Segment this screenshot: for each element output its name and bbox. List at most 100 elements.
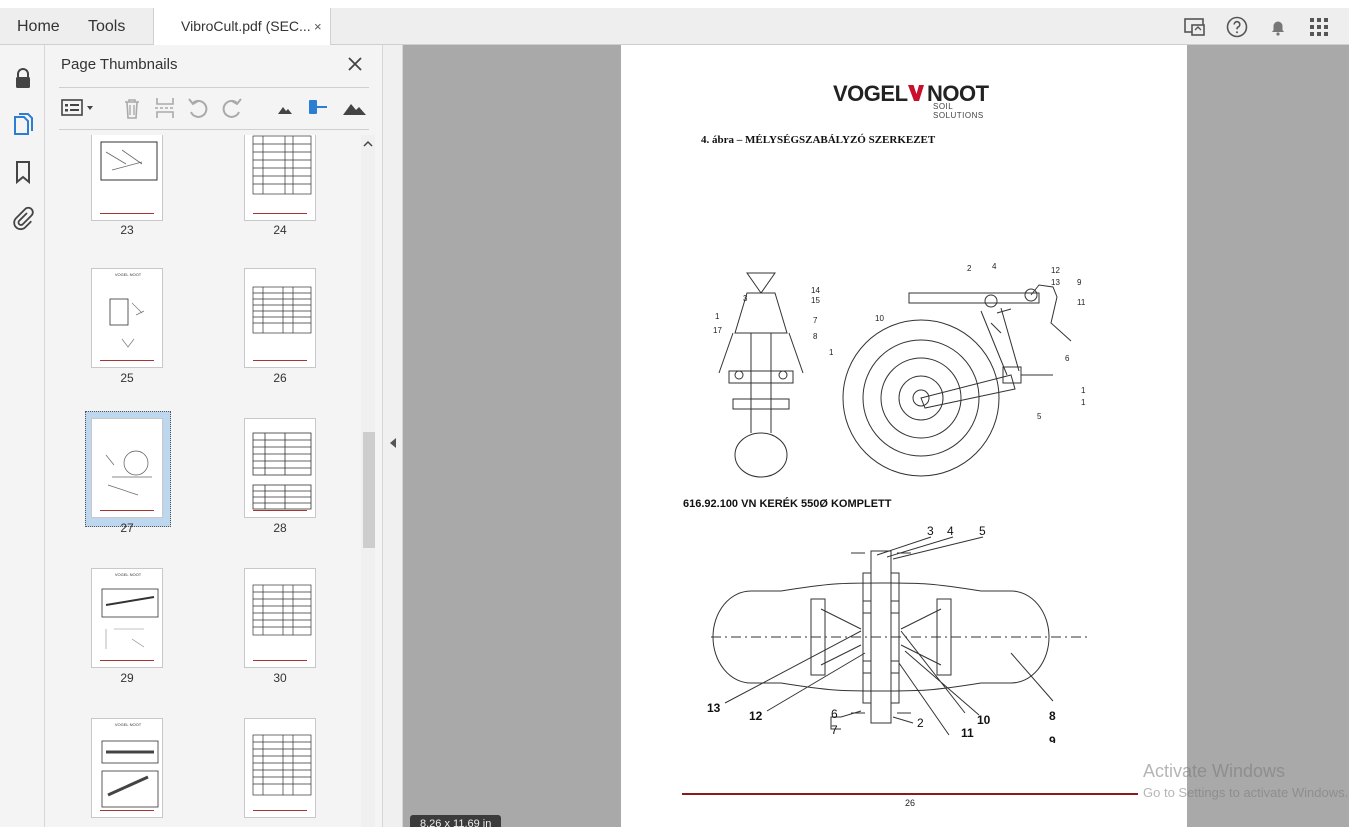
rotate-right-icon[interactable] — [219, 96, 245, 120]
zoom-slider-icon[interactable] — [305, 96, 331, 120]
thumbnail-options-icon[interactable] — [60, 96, 96, 120]
insert-page-icon[interactable] — [152, 96, 178, 120]
thumbnail-scrollbar-thumb[interactable] — [363, 432, 375, 548]
svg-text:1: 1 — [829, 348, 834, 357]
watermark-line-2: Go to Settings to activate Windows. — [1143, 785, 1349, 800]
thumbnail-preview — [252, 432, 312, 510]
svg-text:1: 1 — [947, 742, 954, 743]
bookmark-icon[interactable] — [10, 159, 36, 185]
logo-word-noot: NOOT — [927, 81, 989, 106]
scroll-up-arrow-icon[interactable] — [362, 138, 374, 150]
svg-text:VOGEL NOOT: VOGEL NOOT — [115, 722, 142, 727]
thumbnail-preview — [105, 450, 152, 496]
thumbnail-page-number: 26 — [273, 371, 287, 385]
window-title-strip — [0, 0, 1349, 8]
figure-title: 4. ábra – MÉLYSÉGSZABÁLYZÓ SZERKEZET — [701, 134, 936, 146]
help-icon[interactable] — [1225, 15, 1249, 39]
zoom-out-icon[interactable] — [272, 96, 298, 120]
document-viewer[interactable]: VOGEL NOOT SOIL SOLUTIONS 4. ábra – MÉLY… — [403, 45, 1349, 827]
delete-page-icon[interactable] — [119, 96, 145, 120]
thumbnail-footer-line — [100, 510, 154, 511]
svg-text:13: 13 — [707, 701, 721, 715]
thumbnail-page-number: 24 — [273, 223, 287, 237]
thumbnail-page-number: 27 — [120, 521, 134, 535]
svg-text:7: 7 — [831, 723, 838, 737]
svg-text:15: 15 — [811, 296, 820, 305]
thumbnail-preview — [252, 584, 312, 636]
thumbnail-page-30[interactable] — [244, 568, 316, 668]
svg-text:17: 17 — [713, 326, 722, 335]
svg-text:8: 8 — [1049, 709, 1056, 723]
svg-text:8: 8 — [813, 332, 818, 341]
thumbnail-footer-line — [253, 660, 307, 661]
thumbnail-footer-line — [253, 213, 307, 214]
thumbnail-footer-line — [100, 360, 154, 361]
rotate-left-icon[interactable] — [185, 96, 211, 120]
svg-text:11: 11 — [1077, 298, 1086, 307]
thumbnail-footer-line — [253, 360, 307, 361]
tab-home[interactable]: Home — [17, 18, 60, 35]
svg-text:2: 2 — [917, 716, 924, 730]
tab-bar: Home Tools VibroCult.pdf (SEC... × — [0, 8, 1349, 45]
logo-word-vogel: VOGEL — [833, 81, 908, 106]
panel-close-icon[interactable] — [345, 54, 365, 74]
zoom-in-icon[interactable] — [342, 96, 368, 120]
page-thumbnails-icon[interactable] — [10, 112, 36, 138]
thumbnail-page-number: 23 — [120, 223, 134, 237]
svg-text:12: 12 — [749, 709, 763, 723]
watermark-line-1: Activate Windows — [1143, 761, 1286, 781]
thumbnail-page-27[interactable] — [91, 418, 163, 518]
thumbnail-page-number: 29 — [120, 671, 134, 685]
page-number: 26 — [905, 798, 916, 808]
thumbnail-page-29[interactable]: VOGEL NOOT — [91, 568, 163, 668]
thumbnail-footer-line — [100, 810, 154, 811]
tab-document-label: VibroCult.pdf (SEC... — [181, 18, 311, 34]
share-screen-icon[interactable] — [1183, 15, 1207, 39]
subfigure-title: 616.92.100 VN KERÉK 550Ø KOMPLETT — [683, 498, 892, 510]
left-rail — [0, 45, 45, 827]
svg-text:11: 11 — [961, 726, 974, 740]
svg-text:10: 10 — [875, 314, 884, 323]
svg-text:7: 7 — [813, 316, 818, 325]
bell-icon[interactable] — [1266, 15, 1290, 39]
thumbnail-footer-line — [253, 510, 307, 511]
svg-text:6: 6 — [1065, 354, 1070, 363]
page-footer-line — [682, 793, 1138, 795]
logo-mark-icon — [908, 85, 924, 101]
thumbnail-page-28[interactable] — [244, 418, 316, 518]
panel-splitter[interactable] — [382, 45, 403, 827]
thumbnail-page-24[interactable] — [244, 135, 316, 221]
thumbnail-footer-line — [253, 810, 307, 811]
attachment-icon[interactable] — [10, 205, 36, 231]
lock-icon[interactable] — [10, 65, 36, 91]
thumbnail-page-32[interactable] — [244, 718, 316, 818]
thumbnail-page-23[interactable] — [91, 135, 163, 221]
svg-text:13: 13 — [1051, 278, 1060, 287]
svg-text:4: 4 — [947, 524, 954, 538]
svg-text:1: 1 — [1081, 398, 1086, 407]
panel-divider-2 — [59, 129, 369, 130]
tab-close-button[interactable]: × — [314, 19, 322, 34]
thumbnail-footer-line — [100, 660, 154, 661]
collapse-panel-arrow-icon[interactable] — [389, 437, 397, 449]
thumbnail-list[interactable]: 23 24 VOGEL NOOT 25 — [45, 135, 361, 827]
thumbnail-page-number: 30 — [273, 671, 287, 685]
thumbnail-page-25[interactable]: VOGEL NOOT — [91, 268, 163, 368]
svg-text:9: 9 — [1049, 734, 1056, 743]
svg-text:5: 5 — [979, 524, 986, 538]
thumbnail-page-31[interactable]: VOGEL NOOT — [91, 718, 163, 818]
pdf-page: VOGEL NOOT SOIL SOLUTIONS 4. ábra – MÉLY… — [621, 45, 1187, 827]
apps-grid-icon[interactable] — [1307, 15, 1331, 39]
thumbnails-panel: Page Thumbnails — [45, 45, 382, 827]
tab-tools[interactable]: Tools — [88, 18, 126, 35]
svg-text:3: 3 — [743, 294, 748, 303]
thumbnail-preview: VOGEL NOOT — [101, 722, 159, 808]
svg-text:1: 1 — [1081, 386, 1086, 395]
svg-text:14: 14 — [811, 286, 820, 295]
page-size-badge: 8,26 x 11,69 in — [410, 815, 502, 827]
thumbnail-preview — [252, 734, 312, 796]
thumbnail-page-26[interactable] — [244, 268, 316, 368]
tab-document[interactable]: VibroCult.pdf (SEC... × — [153, 8, 331, 45]
wheel-assembly-drawing: 34 5 13 12 67 2 11 10 1 8 9 — [707, 524, 1091, 743]
